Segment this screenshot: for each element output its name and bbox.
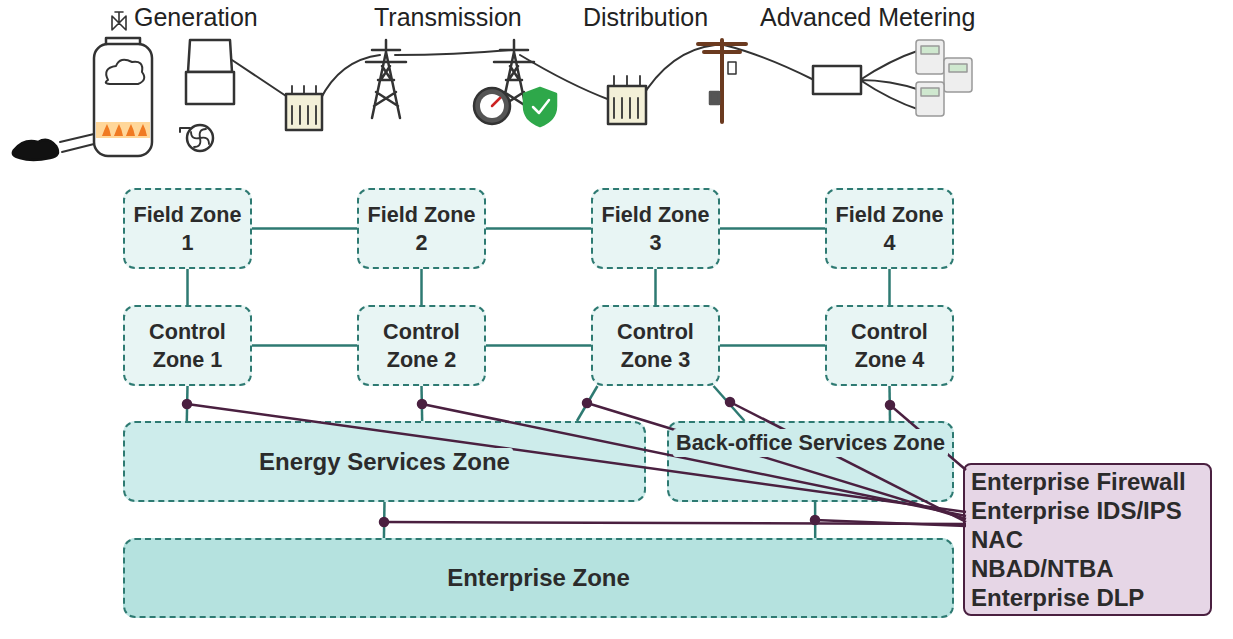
zone-label: Field Zone 2 [359,201,484,257]
zone-label: Field Zone 1 [125,201,250,257]
field-zone: Field Zone 3 [591,188,720,269]
control-zone: Control Zone 1 [123,305,252,386]
zone-link [186,269,189,305]
leader-line [187,404,966,512]
zone-link [720,227,825,230]
enterprise-zone: Enterprise Zone [123,538,954,618]
security-controls-box: Enterprise FirewallEnterprise IDS/IPSNAC… [963,463,1212,616]
zone-label: Control Zone 2 [359,318,484,374]
field-zone: Field Zone 2 [357,188,486,269]
zone-link [888,269,891,305]
zone-label: Control Zone 1 [125,318,250,374]
field-zone: Field Zone 4 [825,188,954,269]
zone-link [654,269,657,305]
leader-line [815,520,966,526]
control-zone: Control Zone 2 [357,305,486,386]
zone-label: NBAD/NTBA [971,554,1114,583]
tap-dot [380,518,388,526]
zone-label: Enterprise Firewall [971,467,1186,496]
zone-label: Field Zone 4 [827,201,952,257]
zone-label: Enterprise IDS/IPS [971,496,1182,525]
control-zone: Control Zone 3 [591,305,720,386]
stage-label: Generation [134,3,258,32]
zone-link [714,386,745,421]
zone-link [486,227,591,230]
zone-link [486,344,591,347]
tap-dot [886,401,894,409]
zone-label: Field Zone 3 [593,201,718,257]
stage-label: Transmission [374,3,522,32]
stage-label: Advanced Metering [760,3,975,32]
zone-label: NAC [971,525,1023,554]
tap-dot [811,516,819,524]
zone-label: Enterprise DLP [971,583,1144,612]
zone-link [252,344,357,347]
tap-dot [583,399,591,407]
tap-dot [726,398,734,406]
control-zone: Control Zone 4 [825,305,954,386]
leader-line [587,403,966,519]
zone-link [577,386,597,421]
tap-dot [183,400,191,408]
leader-line [890,405,966,470]
zone-link [420,269,423,305]
zone-label: Back-office Services Zone [673,429,948,457]
field-zone: Field Zone 1 [123,188,252,269]
zone-label: Control Zone 4 [827,318,952,374]
zone-label: Energy Services Zone [256,448,513,476]
zone-label: Control Zone 3 [593,318,718,374]
zone-link [252,227,357,230]
stage-label: Distribution [583,3,708,32]
zone-link [720,344,825,347]
leader-line [730,402,966,522]
leader-line [422,404,966,516]
tap-dot [418,400,426,408]
zone-label: Enterprise Zone [444,564,633,592]
